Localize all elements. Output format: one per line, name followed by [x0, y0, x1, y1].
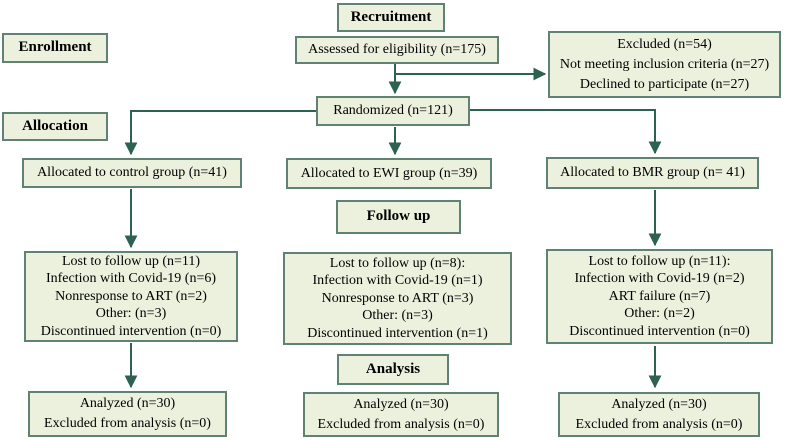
analysis-ewi-line: Excluded from analysis (n=0)	[317, 416, 485, 432]
followup-bmr-box: Lost to follow up (n=11): Infection with…	[546, 249, 773, 344]
followup-control-line: Lost to follow up (n=11)	[61, 253, 201, 269]
followup-ewi-line: Nonresponse to ART (n=3)	[321, 290, 474, 306]
arrow-randomized-to-bmr	[470, 109, 662, 155]
analysis-control-box: Analyzed (n=30) Excluded from analysis (…	[28, 391, 227, 437]
stage-label-recruitment: Recruitment	[337, 3, 445, 32]
analysis-ewi-box: Analyzed (n=30) Excluded from analysis (…	[303, 392, 499, 437]
randomized-box: Randomized (n=121)	[316, 96, 470, 126]
allocated-ewi-box: Allocated to EWI group (n=39)	[286, 158, 492, 189]
stage-label-allocation: Allocation	[2, 112, 108, 141]
excluded-line: Declined to participate (n=27)	[579, 76, 750, 92]
followup-ewi-line: Other: (n=3)	[362, 308, 433, 324]
stage-label-analysis: Analysis	[337, 354, 449, 385]
followup-bmr-line: ART failure (n=7)	[608, 288, 711, 304]
stage-label-follow-up: Follow up	[336, 200, 461, 234]
analysis-control-line: Excluded from analysis (n=0)	[44, 416, 211, 431]
excluded-line: Not meeting inclusion criteria (n=27)	[559, 56, 770, 72]
followup-ewi-line: Discontinued intervention (n=1)	[307, 325, 488, 341]
analysis-bmr-box: Analyzed (n=30) Excluded from analysis (…	[558, 392, 760, 437]
assessed-eligibility-box: Assessed for eligibility (n=175)	[295, 36, 499, 64]
followup-ewi-line: Infection with Covid-19 (n=1)	[312, 273, 483, 289]
stage-label-enrollment: Enrollment	[2, 33, 108, 63]
followup-bmr-line: Lost to follow up (n=11):	[588, 253, 731, 269]
followup-bmr-line: Infection with Covid-19 (n=2)	[574, 271, 745, 287]
excluded-line: Excluded (n=54)	[617, 36, 712, 52]
followup-control-box: Lost to follow up (n=11) Infection with …	[24, 251, 238, 342]
followup-ewi-box: Lost to follow up (n=8): Infection with …	[283, 252, 512, 345]
followup-control-line: Nonresponse to ART (n=2)	[55, 288, 207, 304]
followup-ewi-line: Lost to follow up (n=8):	[329, 255, 466, 271]
analysis-bmr-line: Analyzed (n=30)	[611, 396, 707, 412]
analysis-ewi-line: Analyzed (n=30)	[353, 396, 449, 412]
followup-bmr-line: Other: (n=2)	[624, 306, 695, 322]
allocated-bmr-box: Allocated to BMR group (n= 41)	[546, 157, 759, 189]
followup-bmr-line: Discontinued intervention (n=0)	[569, 323, 750, 339]
arrow-randomized-to-control	[124, 110, 316, 156]
allocated-control-box: Allocated to control group (n=41)	[22, 158, 242, 188]
followup-control-line: Infection with Covid-19 (n=6)	[45, 271, 217, 287]
followup-control-line: Discontinued intervention (n=0)	[40, 323, 222, 339]
followup-control-line: Other: (n=3)	[95, 306, 167, 322]
analysis-bmr-line: Excluded from analysis (n=0)	[575, 416, 743, 432]
excluded-box: Excluded (n=54) Not meeting inclusion cr…	[548, 31, 781, 98]
analysis-control-line: Analyzed (n=30)	[79, 396, 176, 411]
